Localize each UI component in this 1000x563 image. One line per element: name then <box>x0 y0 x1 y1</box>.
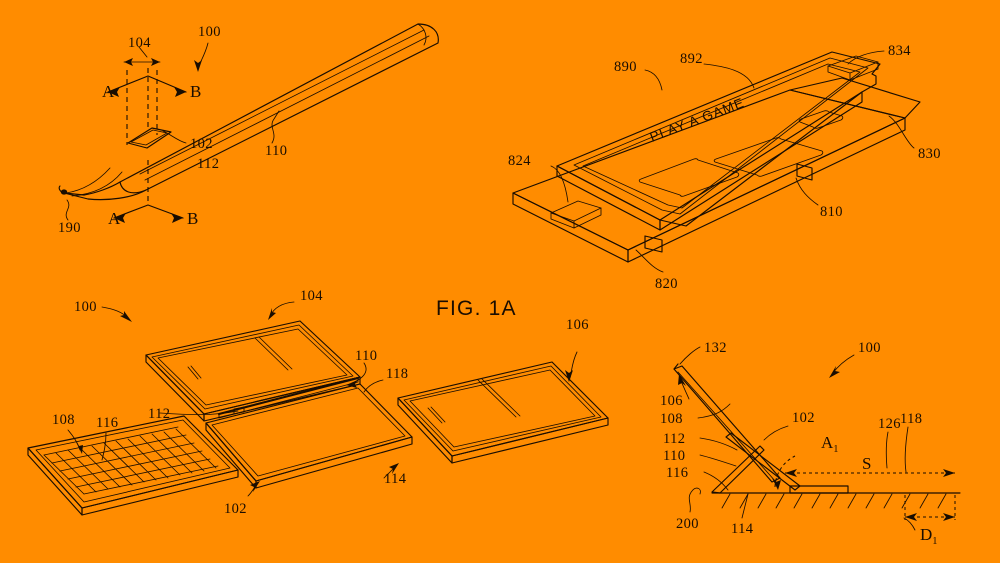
stylus-figure: 104 100 102 110 112 190 A B A B <box>58 23 439 236</box>
stylus-section-lower <box>113 204 184 223</box>
label-section-116: 116 <box>666 465 688 481</box>
stylus-button[interactable] <box>127 127 172 149</box>
label-section-span: S <box>862 454 871 473</box>
label-section-118: 118 <box>900 411 922 427</box>
section-display-stack <box>673 363 781 483</box>
label-dock-830: 830 <box>918 146 941 162</box>
label-exploded-100: 100 <box>74 299 97 315</box>
label-dock-810: 810 <box>820 204 843 220</box>
dock-screen-tiles <box>638 110 844 197</box>
leader-stylus-190 <box>65 199 70 221</box>
exploded-figure: 100 104 110 118 106 108 116 112 102 114 <box>27 288 609 517</box>
label-section-132: 132 <box>704 340 727 356</box>
label-section-108: 108 <box>660 411 683 427</box>
label-exploded-118: 118 <box>386 366 408 382</box>
label-section-b-lower: B <box>187 209 198 228</box>
label-section-102: 102 <box>792 410 815 426</box>
label-exploded-110: 110 <box>355 348 377 364</box>
exploded-keyboard <box>27 415 239 516</box>
label-section-a-upper: A <box>102 82 115 101</box>
stylus-dimension-104 <box>123 46 161 66</box>
keyboard-keys[interactable] <box>43 426 219 495</box>
label-stylus-190: 190 <box>58 220 81 236</box>
exploded-base <box>205 383 413 489</box>
label-stylus-110: 110 <box>265 143 287 159</box>
label-dock-834: 834 <box>888 43 911 59</box>
label-section-110: 110 <box>663 448 685 464</box>
section-angle-arc <box>772 455 796 490</box>
dock-display-bezel <box>573 57 869 215</box>
dock-right-base <box>789 77 921 131</box>
leader-stylus-102 <box>162 130 187 144</box>
section-figure: 132 106 108 112 110 116 200 114 102 100 … <box>660 340 961 547</box>
label-dock-820: 820 <box>655 276 678 292</box>
label-stylus-112: 112 <box>197 156 219 172</box>
stylus-section-upper <box>107 75 187 97</box>
leader-stylus-100 <box>194 42 209 72</box>
label-section-106: 106 <box>660 393 683 409</box>
label-section-100: 100 <box>858 340 881 356</box>
label-stylus-102: 102 <box>190 136 213 152</box>
label-exploded-112: 112 <box>148 406 170 422</box>
label-section-a-lower: A <box>108 209 121 228</box>
label-section-depth: D1 <box>920 525 938 547</box>
label-exploded-114: 114 <box>384 471 407 487</box>
label-section-114: 114 <box>731 521 754 537</box>
stylus-projection-lines <box>126 68 158 205</box>
label-stylus-104: 104 <box>128 35 151 51</box>
label-section-112: 112 <box>663 431 685 447</box>
dock-foot-pegs <box>644 163 813 253</box>
label-exploded-106: 106 <box>566 317 589 333</box>
section-base-plate <box>711 445 849 494</box>
dock-figure: PLAY A GAME 890 892 834 824 830 <box>508 43 941 292</box>
section-dimension-d1 <box>904 495 956 521</box>
label-dock-824: 824 <box>508 153 531 169</box>
label-section-200: 200 <box>676 516 699 532</box>
exploded-leaders <box>67 301 578 497</box>
stylus-barrel <box>119 23 439 194</box>
label-exploded-102: 102 <box>224 501 247 517</box>
label-exploded-116: 116 <box>96 415 118 431</box>
label-dock-890: 890 <box>614 59 637 75</box>
dock-leaders <box>550 50 915 273</box>
stylus-nose <box>58 167 147 201</box>
label-exploded-104: 104 <box>300 288 323 304</box>
label-section-b-upper: B <box>190 82 201 101</box>
label-section-126: 126 <box>878 416 901 432</box>
section-ground-surface <box>711 492 961 509</box>
label-stylus-100: 100 <box>198 24 221 40</box>
exploded-cover-panel <box>397 361 609 464</box>
label-section-angle: A1 <box>821 433 839 455</box>
dock-screen-label: PLAY A GAME <box>648 95 747 145</box>
section-leaders <box>678 346 916 531</box>
section-dimension-s <box>785 469 955 477</box>
dock-left-button[interactable] <box>550 200 602 229</box>
label-dock-892: 892 <box>680 51 703 67</box>
dock-right-button[interactable] <box>827 55 879 81</box>
label-exploded-108: 108 <box>52 412 75 428</box>
figure-title: FIG. 1A <box>436 297 517 320</box>
leader-stylus-110 <box>271 110 280 144</box>
